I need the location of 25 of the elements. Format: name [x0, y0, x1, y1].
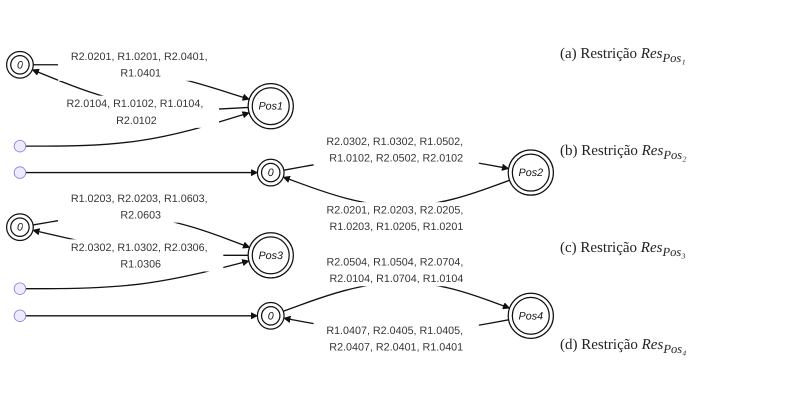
node-circle — [508, 149, 554, 196]
automaton-diagram: R2.0201, R1.0201, R2.0401, R1.0401 R2.0104, R1.0102, R1.0104, R2.0102 R2.0302, R1.0302, R1.0502, R1.0102, R2.0502, R2.0102 R2.0201, R2.0203, R2.0205, R1.0203, R1.0205, R1.0201 R1.0203, R2.0203, R1.0603, R2.0603 R2.0302, R1.0302, R2.0306, R1.0306 R2.0504, R1.0504, R2.0704, R2.0104, R1.0704, R1.0104 R1.0407, R2.0405, R1.0405, R2.0407, R2.0401, R1.0401 0 Pos1 0 Pos2 0 Pos3 0 Pos4 — [0, 42, 560, 362]
edge-label: R2.0302, R1.0302, R2.0306, R1.0306 — [70, 240, 208, 270]
figure-caption: (c) Restrição Res$_{Pos₃}$ — [560, 240, 687, 260]
figure-caption: (d) Restrição Res$_{Pos₄}$ — [560, 336, 688, 357]
node-circle — [256, 302, 285, 330]
edge-label: R2.0201, R2.0203, R2.0205, R1.0203, R1.0205, R1.0201 — [326, 204, 464, 232]
edge-label: R1.0203, R2.0203, R1.0603, R2.0603 — [70, 192, 208, 220]
arrow — [26, 168, 258, 176]
arrow — [26, 312, 258, 320]
arrow — [26, 258, 250, 290]
node-circle — [6, 213, 34, 241]
edge-label: R2.0104, R1.0102, R1.0104, R2.0102 — [66, 97, 204, 126]
figure-caption: (b) Restrição Res$_{Pos₂}$ — [560, 143, 688, 164]
arrow — [26, 111, 250, 147]
edge-label: R1.0407, R2.0405, R1.0405, R2.0407, R2.0401, R1.0401 — [326, 324, 464, 353]
node-circle — [508, 292, 554, 339]
edge-label: R2.0504, R1.0504, R2.0704, R2.0104, R1.0704, R1.0104 — [326, 255, 464, 284]
figure-caption: (a) Restrição Res$_{Pos₁}$ — [560, 46, 687, 66]
edge-label: R2.0201, R1.0201, R2.0401, R1.0401 — [70, 50, 208, 79]
node-circle — [6, 50, 34, 79]
node-circle — [248, 232, 294, 278]
node-circle — [248, 82, 294, 130]
edge-label: R2.0302, R1.0302, R1.0502, R1.0102, R2.0502, R2.0102 — [326, 135, 464, 164]
node-circle — [256, 158, 285, 186]
